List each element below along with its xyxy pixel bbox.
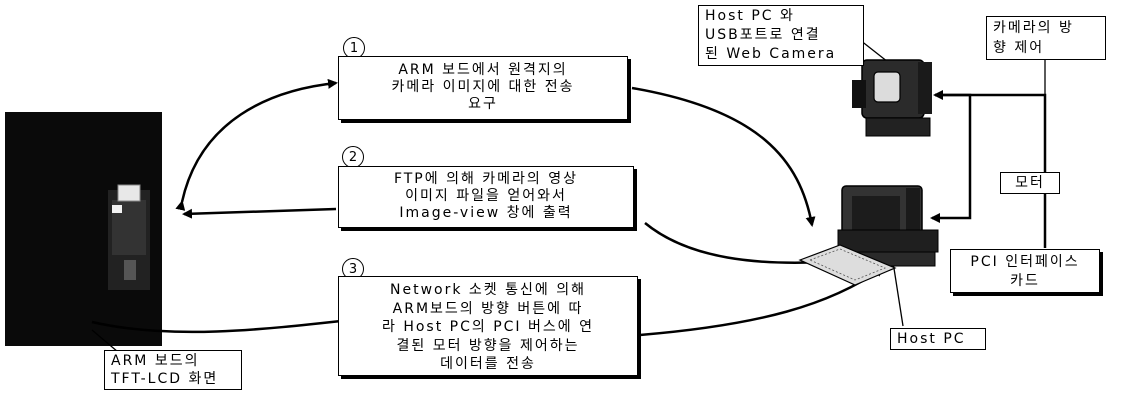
line-camera-to-host — [932, 95, 970, 218]
step-1-box: ARM 보드에서 원격지의 카메라 이미지에 대한 전송 요구 — [338, 56, 628, 120]
label-pci-card-line-2: 카드 — [951, 272, 1099, 291]
label-camera-control-line-1: 카메라의 방 — [993, 18, 1099, 38]
label-motor: 모터 — [1000, 172, 1060, 194]
label-arm-screen-line-1: ARM 보드의 — [111, 352, 235, 370]
arrow-request — [182, 83, 336, 202]
step-3-line-1: Network 소켓 통신에 의해 — [339, 281, 637, 300]
label-camera-control: 카메라의 방 향 제어 — [986, 16, 1106, 60]
step-2-box: FTP에 의해 카메라의 영상 이미지 파일을 얻어와서 Image-view … — [338, 166, 634, 228]
step-3-line-4: 결된 모터 방향을 제어하는 — [339, 337, 637, 356]
leader-host-pc — [893, 262, 903, 326]
label-webcam-line-2: USB포트로 연결 — [705, 26, 857, 45]
step-1-line-3: 요구 — [339, 96, 627, 113]
step-3-box: Network 소켓 통신에 의해 ARM보드의 방향 버튼에 따 라 Host… — [338, 276, 638, 376]
label-webcam-line-1: Host PC 와 — [705, 7, 857, 26]
step-1-line-1: ARM 보드에서 원격지의 — [339, 62, 627, 79]
arrow-ftp-to-host — [645, 223, 824, 263]
arm-board-photo-icon — [5, 112, 162, 346]
step-3-line-2: ARM보드의 방향 버튼에 따 — [339, 300, 637, 319]
label-arm-screen: ARM 보드의 TFT-LCD 화면 — [104, 350, 242, 390]
label-webcam: Host PC 와 USB포트로 연결 된 Web Camera — [698, 5, 864, 66]
step-3-line-3: 라 Host PC의 PCI 버스에 연 — [339, 318, 637, 337]
label-camera-control-line-2: 향 제어 — [993, 38, 1099, 58]
step-3-line-5: 데이터를 전송 — [339, 355, 637, 374]
label-arm-screen-line-2: TFT-LCD 화면 — [111, 370, 235, 388]
web-camera-icon — [852, 60, 932, 136]
step-2-line-1: FTP에 의해 카메라의 영상 — [339, 171, 633, 188]
label-host-pc: Host PC — [890, 328, 986, 350]
label-webcam-line-3: 된 Web Camera — [705, 45, 857, 64]
step-1-line-2: 카메라 이미지에 대한 전송 — [339, 79, 627, 96]
step-2-line-3: Image-view 창에 출력 — [339, 205, 633, 222]
step-2-line-2: 이미지 파일을 얻어와서 — [339, 188, 633, 205]
leader-webcam — [860, 40, 888, 62]
arrow-image-to-board — [184, 209, 336, 214]
step-number-2: 2 — [342, 146, 364, 168]
arrow-request-to-host — [632, 88, 812, 225]
label-pci-card-line-1: PCI 인터페이스 — [951, 253, 1099, 272]
label-pci-card: PCI 인터페이스 카드 — [950, 249, 1100, 293]
